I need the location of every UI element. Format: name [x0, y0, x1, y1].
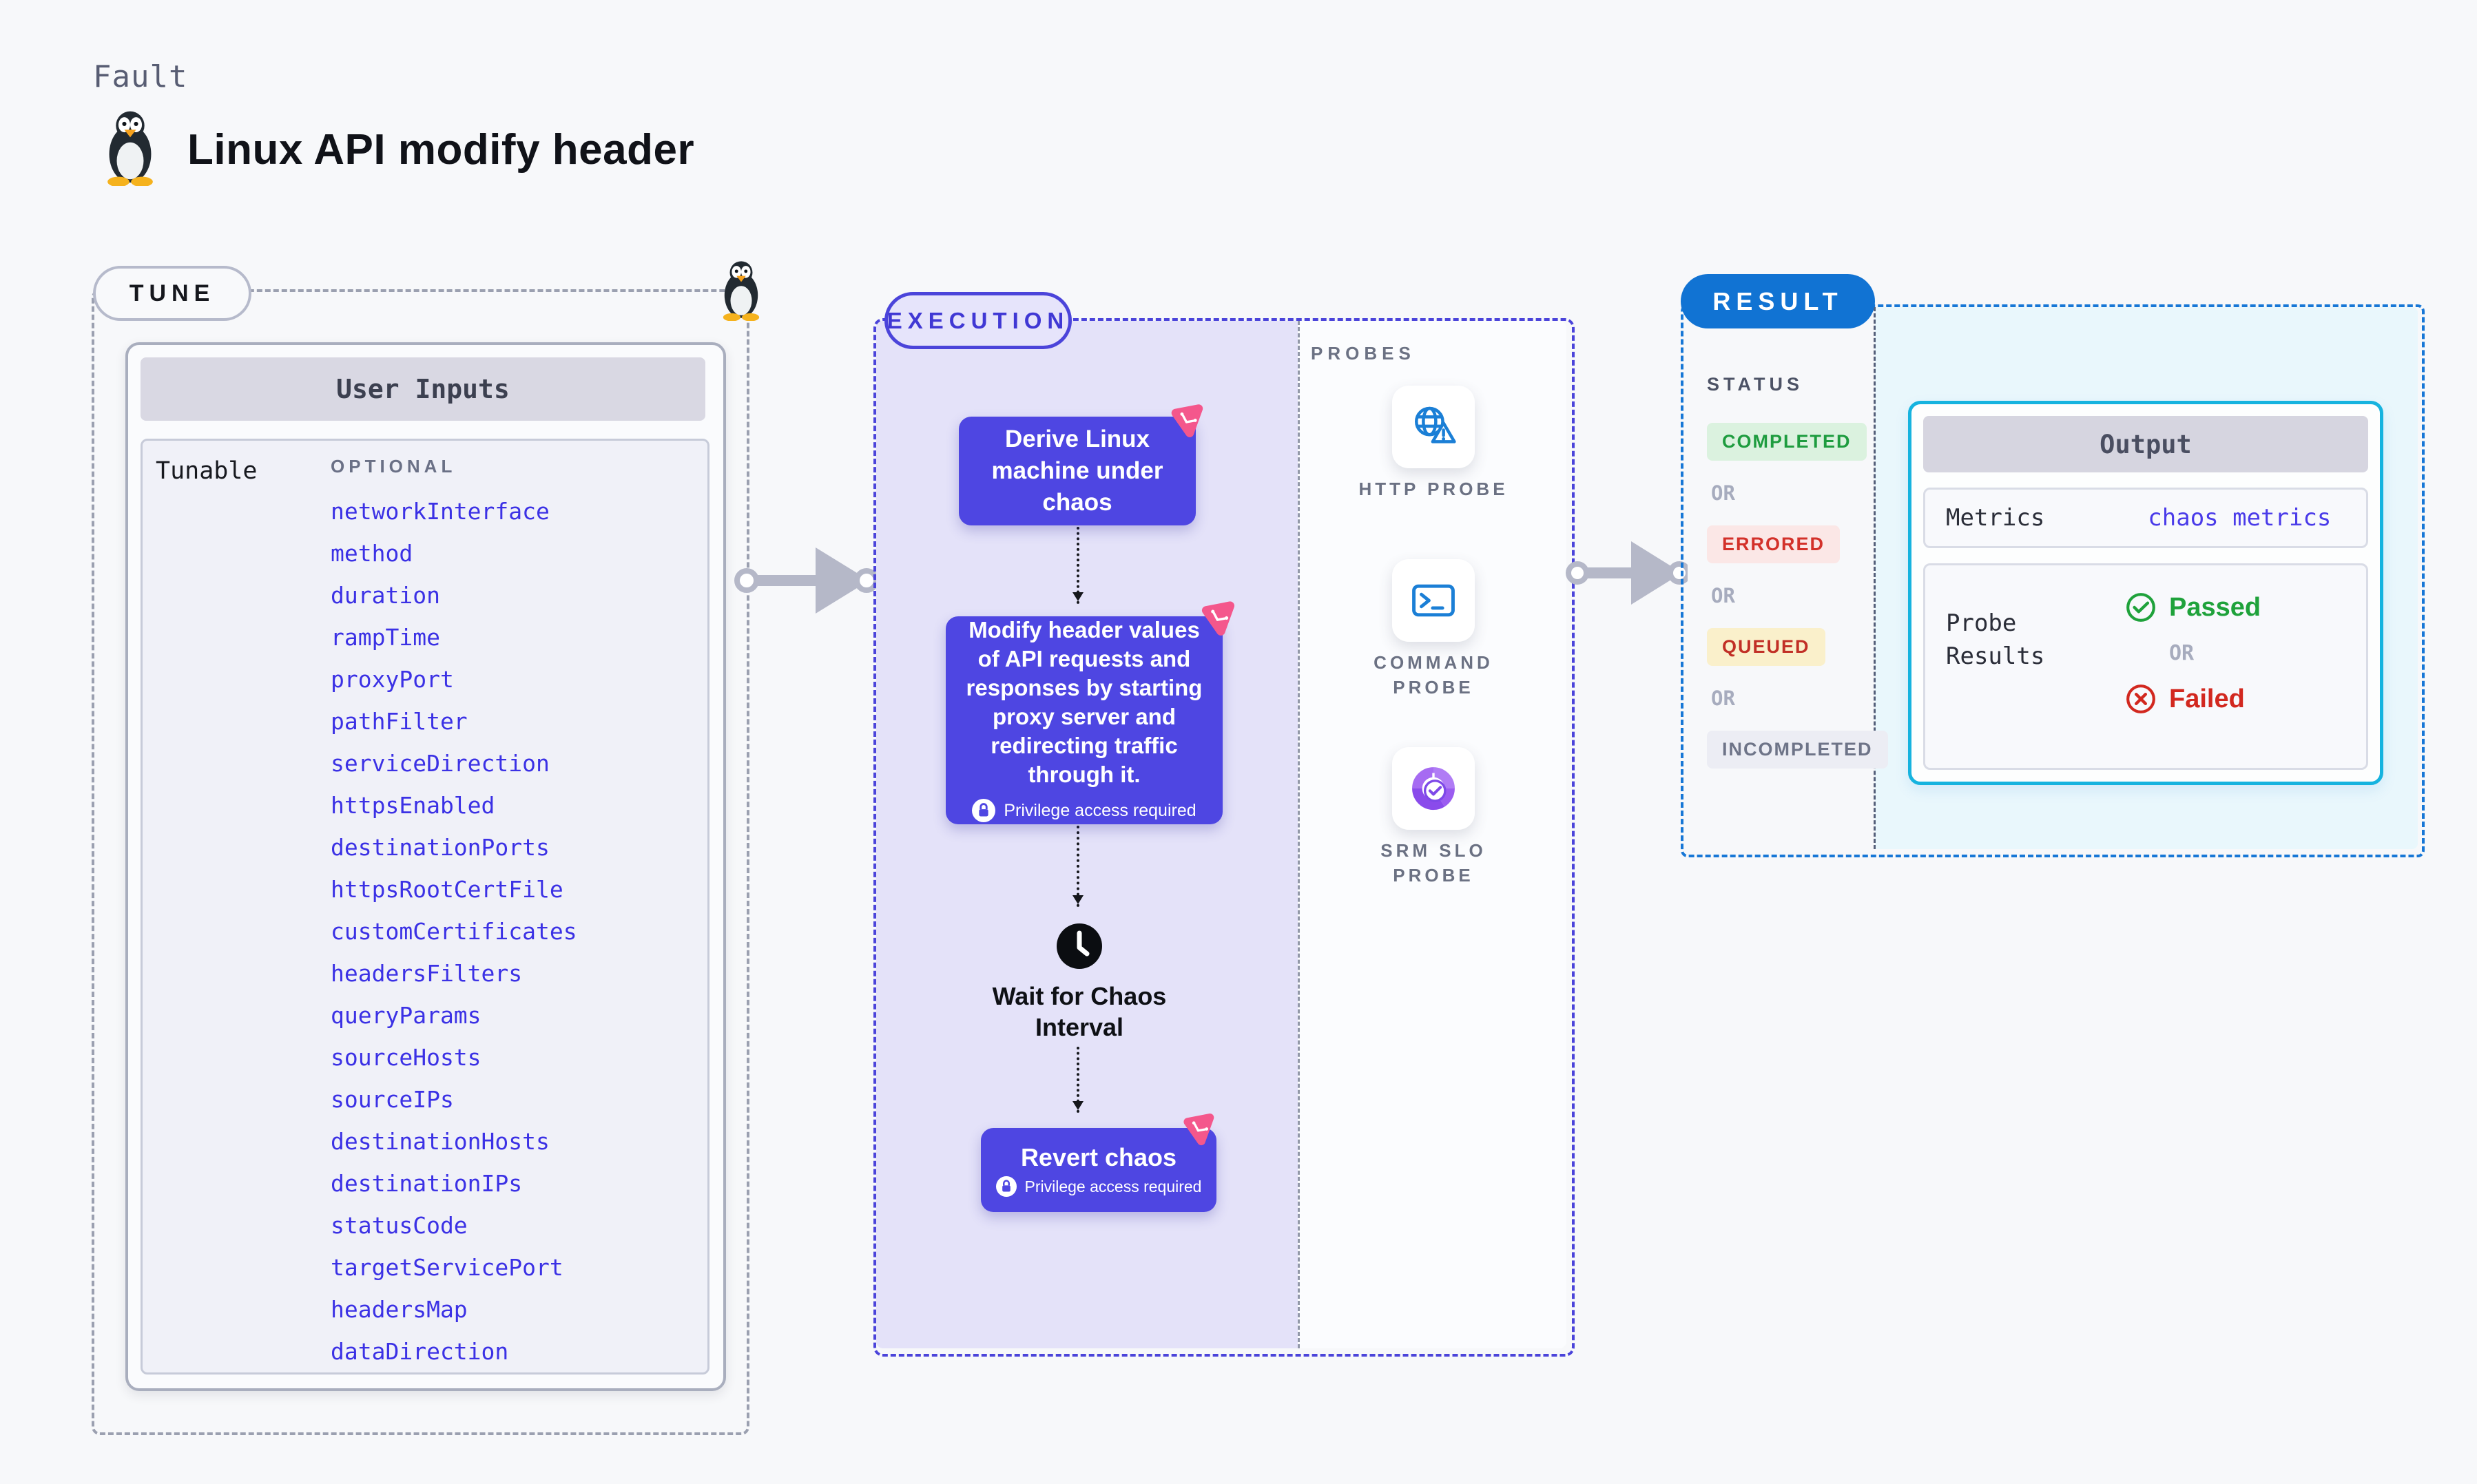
status-column: STATUS COMPLETED OR ERRORED OR QUEUED OR…	[1707, 374, 1888, 769]
tunable-list: networkInterface method duration rampTime pr…	[331, 490, 689, 1372]
x-circle-icon	[2126, 684, 2155, 713]
user-inputs-header: User Inputs	[141, 357, 705, 421]
privilege-row: Privilege access required	[995, 1176, 1201, 1197]
result-section-label: RESULT	[1681, 274, 1875, 328]
chaos-metrics-link[interactable]: chaos metrics	[2148, 504, 2332, 532]
or-separator: OR	[1711, 481, 1735, 505]
status-badge-errored: ERRORED	[1707, 525, 1841, 563]
probes-panel	[1298, 321, 1566, 1348]
probe-results-label: Probe Results	[1946, 609, 2045, 670]
tunable-item[interactable]: duration	[331, 582, 440, 609]
tunable-item[interactable]: destinationIPs	[331, 1170, 523, 1197]
status-badge-queued: QUEUED	[1707, 628, 1825, 666]
lock-icon	[995, 1176, 1017, 1197]
failed-line: Failed	[2125, 683, 2261, 715]
chaos-fault-icon	[1183, 1114, 1214, 1146]
flow-connector	[1072, 527, 1084, 604]
check-circle-icon	[2126, 593, 2155, 622]
command-probe-card[interactable]	[1392, 559, 1475, 642]
flow-connector	[1072, 826, 1084, 907]
tunable-item[interactable]: destinationHosts	[331, 1128, 550, 1155]
execution-section-label: EXECUTION	[884, 292, 1072, 349]
tunable-item[interactable]: pathFilter	[331, 708, 468, 735]
tunable-item[interactable]: sourceIPs	[331, 1086, 454, 1113]
srm-slo-probe-card[interactable]	[1392, 747, 1475, 830]
tunable-item[interactable]: rampTime	[331, 624, 440, 651]
or-separator: OR	[1711, 584, 1735, 607]
probe-results-row: Probe Results Passed OR Failed	[1923, 563, 2368, 770]
page-title: Linux API modify header	[187, 126, 695, 174]
linux-penguin-icon	[107, 111, 153, 186]
tunable-item[interactable]: queryParams	[331, 1002, 481, 1029]
tunable-item[interactable]: destinationPorts	[331, 834, 550, 861]
probe-results-values: Passed OR Failed	[2125, 592, 2261, 715]
probes-section-label: PROBES	[1311, 343, 1416, 364]
wait-clock-icon	[1057, 923, 1102, 969]
tunable-item[interactable]: serviceDirection	[331, 750, 550, 777]
modify-header-fault-node[interactable]: Modify header values of API requests and…	[946, 616, 1223, 824]
execution-section	[873, 318, 1575, 1357]
fault-kicker: Fault	[93, 59, 188, 94]
tunable-item[interactable]: httpsRootCertFile	[331, 876, 563, 903]
status-badge-completed: COMPLETED	[1707, 423, 1867, 461]
result-section	[1681, 304, 2425, 857]
privilege-row: Privilege access required	[972, 796, 1196, 825]
http-probe-card[interactable]	[1392, 386, 1475, 468]
tunable-item[interactable]: dataDirection	[331, 1338, 509, 1365]
slo-donut-icon	[1412, 767, 1455, 811]
tunable-item[interactable]: targetServicePort	[331, 1254, 563, 1281]
flow-arrow-icon	[1566, 541, 1688, 605]
derive-machine-node[interactable]: Derive Linux machine under chaos	[959, 417, 1196, 525]
probe-label: SRM SLO PROBE	[1380, 840, 1486, 886]
optional-label: OPTIONAL	[331, 456, 457, 477]
probe-label: HTTP PROBE	[1358, 479, 1509, 499]
tunable-item[interactable]: method	[331, 540, 413, 567]
or-separator: OR	[1711, 687, 1735, 710]
execution-probes-divider	[1298, 321, 1300, 1348]
tunable-item[interactable]: customCertificates	[331, 918, 577, 945]
or-separator: OR	[2169, 641, 2195, 665]
tunable-item[interactable]: headersFilters	[331, 960, 523, 987]
status-label: STATUS	[1707, 374, 1803, 395]
tunable-row-label: Tunable	[156, 457, 258, 485]
linux-penguin-icon	[723, 261, 760, 321]
chaos-fault-icon	[1171, 404, 1203, 437]
tune-section-label: TUNE	[93, 266, 251, 321]
probe-label: COMMAND PROBE	[1374, 652, 1493, 698]
flow-arrow-icon	[734, 547, 876, 614]
passed-line: Passed	[2125, 592, 2261, 623]
lock-icon	[972, 799, 996, 822]
wait-step-label: Wait for Chaos Interval	[992, 982, 1167, 1041]
metrics-row: Metrics chaos metrics	[1923, 488, 2368, 548]
flow-connector	[1072, 1047, 1084, 1113]
globe-warning-icon	[1415, 406, 1456, 443]
status-badge-incompleted: INCOMPLETED	[1707, 731, 1888, 769]
metrics-label: Metrics	[1946, 504, 2045, 532]
tunable-item[interactable]: headersMap	[331, 1296, 468, 1323]
tunable-item[interactable]: proxyPort	[331, 666, 454, 693]
revert-chaos-node[interactable]: Revert chaos Privilege access required	[981, 1128, 1216, 1212]
tunable-item[interactable]: sourceHosts	[331, 1044, 481, 1071]
output-header: Output	[1923, 416, 2368, 472]
terminal-icon	[1412, 584, 1455, 617]
tunable-item[interactable]: httpsEnabled	[331, 792, 495, 819]
status-output-divider	[1874, 307, 1876, 849]
tune-section	[92, 289, 749, 1435]
tunable-item[interactable]: statusCode	[331, 1212, 468, 1239]
user-inputs-body	[141, 439, 709, 1375]
chaos-fault-icon	[1201, 601, 1235, 636]
tunable-item[interactable]: networkInterface	[331, 498, 550, 525]
